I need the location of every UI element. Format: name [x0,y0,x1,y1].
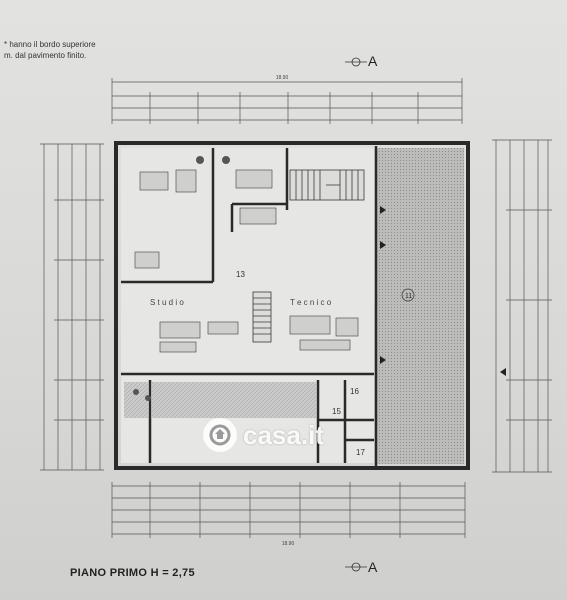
room-17-number: 17 [356,448,365,457]
left-dimensions [40,143,104,471]
note-line-2: m. dal pavimento finito. [4,51,87,60]
plants [133,156,230,401]
section-marker-bottom [345,562,367,572]
section-marker-top [345,57,367,67]
stairs-top [289,169,365,201]
plan-title: PIANO PRIMO H = 2,75 [70,567,195,579]
room-11-circle [401,288,415,302]
interior-walls [121,148,374,463]
terrace-area [376,148,464,464]
room-16-number: 16 [350,387,359,396]
bottom-band-hatch [152,382,316,418]
section-letter-top: A [368,53,378,69]
bottom-total-dim: 18.90 [282,541,295,547]
room-15-number: 15 [332,407,341,416]
bottom-left-hatch [124,382,148,418]
studio-label: S t u d i o [150,298,184,307]
note-line-1: * hanno il bordo superiore [4,40,96,49]
top-total-dim: 18.90 [276,75,289,81]
bottom-dimensions [111,482,466,538]
watermark: casa.it [203,418,324,452]
room-11-number: 11 [405,293,412,300]
desks [134,169,359,353]
window-markers [380,206,506,376]
section-letter-bottom: A [368,559,378,575]
top-dimensions [111,78,463,124]
watermark-text: casa.it [243,419,324,450]
tecnico-label: T e c n i c o [290,298,332,307]
room-13-number: 13 [236,270,245,279]
right-dimensions [492,139,552,473]
stairs-middle [252,291,272,343]
casa-logo-icon [203,418,237,452]
